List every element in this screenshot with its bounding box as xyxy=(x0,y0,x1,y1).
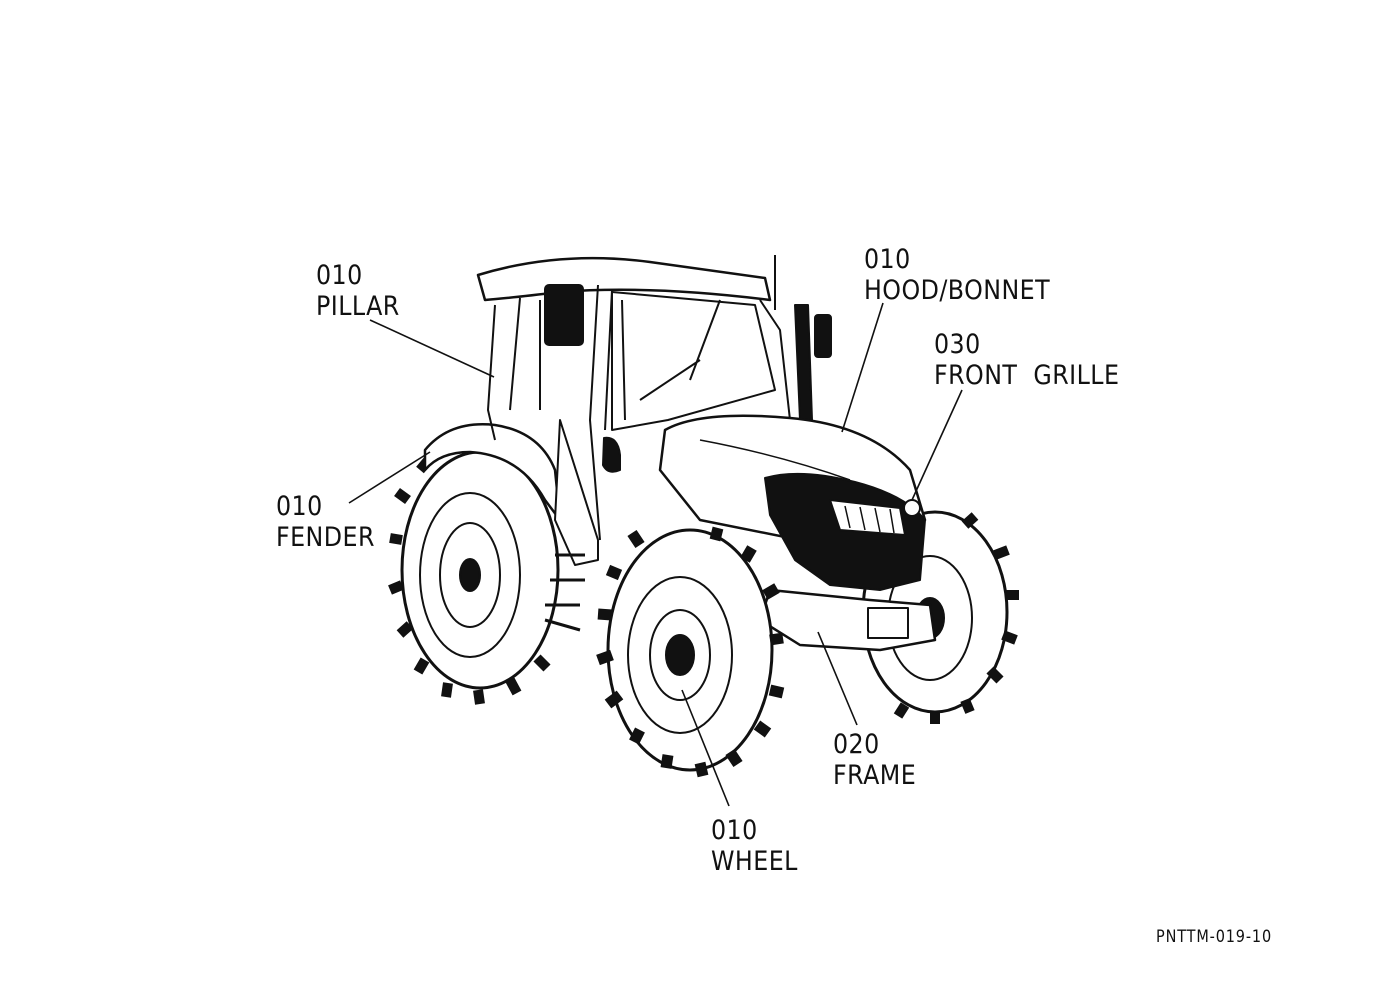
callout-pillar-name: PILLAR xyxy=(316,291,400,322)
callout-hood-name: HOOD/BONNET xyxy=(864,275,1051,306)
callout-wheel-code: 010 xyxy=(711,815,758,846)
leader-lines xyxy=(348,302,963,807)
callout-fender-name: FENDER xyxy=(276,522,375,553)
callout-hood-code: 010 xyxy=(864,244,911,275)
callout-wheel: 010 WHEEL xyxy=(711,815,798,877)
callout-grille-name: FRONT GRILLE xyxy=(934,360,1120,391)
leader-grille xyxy=(911,389,963,501)
leader-pillar xyxy=(369,319,495,378)
front-left-wheel xyxy=(596,526,785,778)
callout-frame: 020 FRAME xyxy=(833,729,916,791)
drawing-code: PNTTM-019-10 xyxy=(1156,927,1272,947)
callout-fender: 010 FENDER xyxy=(276,491,375,553)
leader-frame xyxy=(817,631,858,726)
callout-frame-name: FRAME xyxy=(833,760,917,791)
tractor-illustration xyxy=(388,255,1019,778)
callout-pillar: 010 PILLAR xyxy=(316,260,400,322)
callout-fender-code: 010 xyxy=(276,491,323,522)
callout-frame-code: 020 xyxy=(833,729,880,760)
leader-hood xyxy=(841,302,884,433)
callout-grille-code: 030 xyxy=(934,329,981,360)
leader-fender xyxy=(348,451,431,504)
callout-pillar-code: 010 xyxy=(316,260,363,291)
callout-wheel-name: WHEEL xyxy=(711,846,798,877)
callout-hood-bonnet: 010 HOOD/BONNET xyxy=(864,244,1050,306)
rear-left-wheel xyxy=(388,450,560,705)
callout-front-grille: 030 FRONT GRILLE xyxy=(934,329,1119,391)
leader-wheel xyxy=(681,689,730,807)
grille-panel xyxy=(764,472,926,591)
cab xyxy=(476,255,832,632)
